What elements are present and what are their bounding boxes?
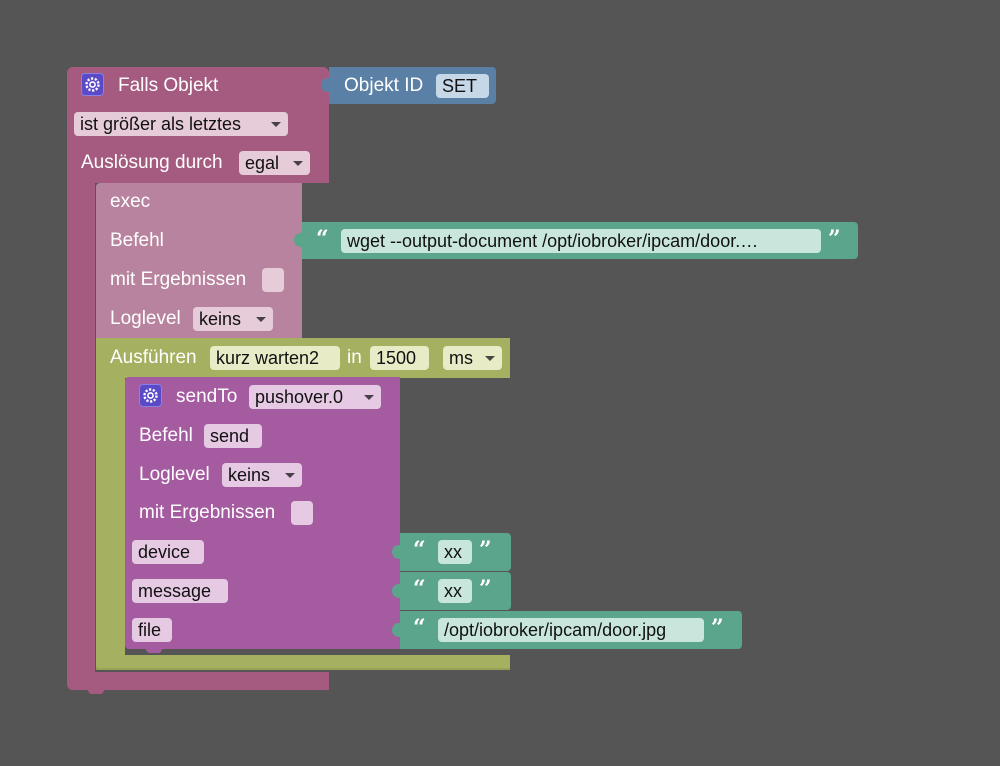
sendto-befehl-field[interactable]: send (204, 424, 262, 448)
open-quote-icon: “ (316, 226, 329, 252)
sendto-title: sendTo (176, 386, 238, 407)
close-quote-icon: ” (828, 226, 841, 252)
param-value-connector (392, 545, 400, 559)
sendto-instance-dropdown[interactable]: pushover.0 (249, 385, 381, 409)
sendto-befehl-label: Befehl (139, 425, 193, 446)
timeout-block-shade (96, 668, 510, 670)
param-value-connector (392, 623, 400, 637)
close-quote-icon: ” (711, 615, 724, 641)
gear-icon[interactable] (139, 384, 162, 407)
exec-befehl-label: Befehl (110, 230, 164, 251)
exec-command-connector (294, 233, 302, 247)
sendto-ergebnisse-label: mit Ergebnissen (139, 502, 276, 523)
exec-ergebnisse-checkbox[interactable] (262, 268, 284, 292)
open-quote-icon: “ (413, 537, 426, 563)
close-quote-icon: ” (479, 537, 492, 563)
sendto-ergebnisse-checkbox[interactable] (291, 501, 313, 525)
exec-ergebnisse-label: mit Ergebnissen (110, 269, 247, 290)
open-quote-icon: “ (413, 615, 426, 641)
message-value-field[interactable]: xx (438, 579, 472, 603)
trigger-by-label: Auslösung durch (81, 152, 223, 173)
sendto-loglevel-label: Loglevel (139, 464, 210, 485)
device-value-field[interactable]: xx (438, 540, 472, 564)
trigger-by-dropdown[interactable]: egal (239, 151, 310, 175)
exec-title: exec (110, 191, 151, 212)
objekt-id-field[interactable]: SET (436, 74, 489, 98)
timeout-delay-field[interactable]: 1500 (370, 346, 429, 370)
timeout-label: Ausführen (110, 347, 197, 368)
param-name-device[interactable]: device (132, 540, 204, 564)
exec-command-field[interactable]: wget --output-document /opt/iobroker/ipc… (341, 229, 821, 253)
trigger-title: Falls Objekt (118, 75, 219, 96)
close-quote-icon: ” (479, 576, 492, 602)
sendto-next-connector (146, 647, 162, 653)
timeout-in-label: in (347, 347, 362, 368)
open-quote-icon: “ (413, 576, 426, 602)
param-name-file[interactable]: file (132, 618, 172, 642)
file-value-field[interactable]: /opt/iobroker/ipcam/door.jpg (438, 618, 704, 642)
trigger-block-footer[interactable] (67, 672, 329, 690)
param-value-connector (392, 584, 400, 598)
trigger-next-connector (88, 688, 104, 694)
timeout-block-side[interactable] (96, 338, 125, 670)
timeout-block-footer[interactable] (96, 655, 510, 670)
exec-loglevel-dropdown[interactable]: keins (193, 307, 273, 331)
timeout-name-field[interactable]: kurz warten2 (210, 346, 340, 370)
sendto-block[interactable] (125, 377, 400, 649)
gear-icon[interactable] (81, 73, 104, 96)
exec-loglevel-label: Loglevel (110, 308, 181, 329)
condition-dropdown[interactable]: ist größer als letztes (74, 112, 288, 136)
objekt-id-label: Objekt ID (344, 75, 424, 96)
timeout-unit-dropdown[interactable]: ms (443, 346, 502, 370)
param-name-message[interactable]: message (132, 579, 228, 603)
sendto-loglevel-dropdown[interactable]: keins (222, 463, 302, 487)
objekt-id-connector (321, 78, 329, 92)
